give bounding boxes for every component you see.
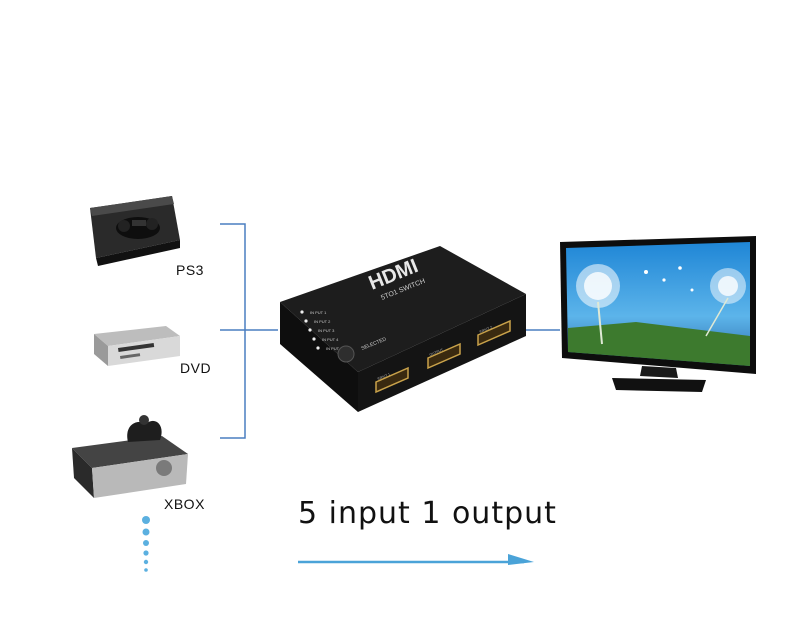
device-label-ps3: PS3 — [176, 262, 204, 278]
hdmi-port-input-2 — [477, 319, 511, 347]
hdmi-port-output — [427, 342, 461, 370]
device-label-dvd: DVD — [180, 360, 212, 376]
hdmi-switch-icon: HDMI 5TO1 SWITCH IN PUT 1 IN PUT 2 IN PU… — [280, 246, 526, 412]
port-label-output: OUTPUT — [429, 348, 445, 357]
led-label-3: IN PUT 3 — [318, 328, 335, 333]
select-button[interactable] — [337, 345, 355, 363]
led-label-4: IN PUT 4 — [322, 337, 339, 342]
led-label-5: IN PUT 5 — [326, 346, 343, 351]
direction-arrow — [298, 554, 534, 565]
port-label-input-1: INPUT 1 — [377, 372, 391, 381]
ps3-console-icon — [90, 196, 180, 266]
hdmi-port-input-1 — [375, 366, 409, 394]
port-label-input-2: INPUT 2 — [479, 325, 493, 334]
tagline-text: 5 input 1 output — [298, 496, 557, 531]
dvd-player-icon — [94, 326, 180, 366]
device-label-xbox: XBOX — [164, 496, 205, 512]
dandelion-image — [576, 264, 746, 345]
xbox-console-icon — [72, 415, 188, 498]
led-label-1: IN PUT 1 — [310, 310, 327, 315]
tv-icon — [560, 236, 756, 392]
more-devices-dots — [142, 516, 150, 572]
led-label-2: IN PUT 2 — [314, 319, 331, 324]
